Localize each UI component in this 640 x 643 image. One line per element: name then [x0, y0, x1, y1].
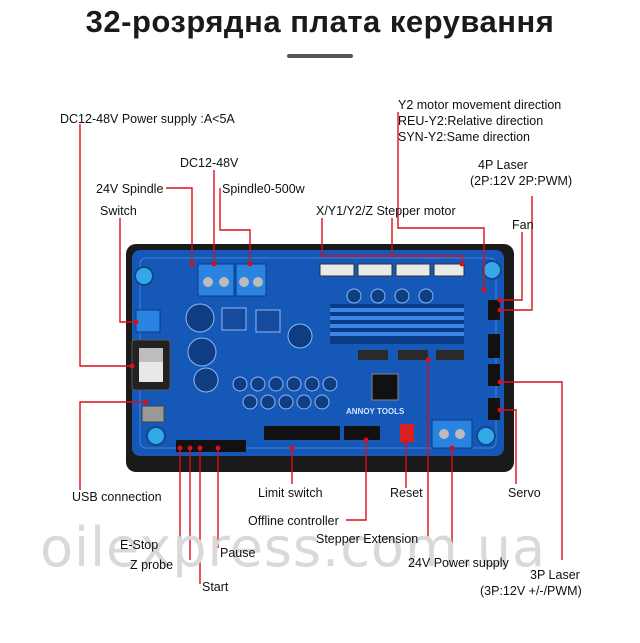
label-zprobe: Z probe	[130, 558, 174, 572]
regulator	[255, 309, 281, 333]
label-laser4p-sub: (2P:12V 2P:PWM)	[470, 174, 573, 188]
label-stepper-extension: Stepper Extension	[316, 532, 419, 546]
label-limit-switch: Limit switch	[258, 486, 323, 500]
mcu-chip	[371, 373, 399, 401]
heatsink	[330, 304, 464, 344]
pcb-board	[132, 250, 504, 456]
label-stepper-motor: X/Y1/Y2/Z Stepper motor	[316, 204, 456, 218]
power-terminal-24v	[431, 419, 473, 449]
watermark: oilexpress.com.ua	[40, 516, 547, 579]
regulator	[221, 307, 247, 331]
mount-posts	[134, 260, 502, 446]
bottom-connectors	[176, 426, 380, 452]
label-reset: Reset	[390, 486, 423, 500]
dc-terminal	[197, 263, 235, 297]
label-dc12-48v: DC12-48V	[180, 156, 239, 170]
label-spindle-0-500w: Spindle0-500w	[222, 182, 305, 196]
label-start: Start	[202, 580, 229, 594]
label-usb: USB connection	[72, 490, 162, 504]
label-syn-y2: SYN-Y2:Same direction	[398, 130, 531, 144]
label-estop: E-Stop	[120, 538, 159, 552]
capacitors	[185, 288, 434, 410]
label-offline-controller: Offline controller	[248, 514, 339, 528]
label-switch: Switch	[100, 204, 137, 218]
switch	[135, 309, 161, 333]
label-fan: Fan	[512, 218, 534, 232]
label-power-supply-24v: 24V Power supply	[408, 556, 509, 570]
title-divider	[287, 54, 353, 58]
label-laser3p-sub: (3P:12V +/-/PWM)	[480, 584, 582, 598]
label-y2-direction: Y2 motor movement direction	[398, 98, 562, 112]
right-connectors	[488, 300, 500, 420]
label-power-supply-dc: DC12-48V Power supply :A<5A	[60, 112, 235, 126]
label-pause: Pause	[220, 546, 256, 560]
reset-button	[400, 424, 414, 442]
callout-points	[129, 261, 503, 451]
label-laser3p-title: 3P Laser	[530, 568, 580, 582]
callout-lines	[79, 112, 563, 584]
usb-port	[141, 405, 165, 423]
page-title: 32-розрядна плата керування	[85, 4, 555, 39]
board-logo: ANNOY TOOLS	[346, 407, 405, 416]
label-spindle-24v: 24V Spindle	[96, 182, 164, 196]
label-laser4p-title: 4P Laser	[478, 158, 528, 172]
label-servo: Servo	[508, 486, 541, 500]
stepper-connectors	[319, 263, 465, 277]
label-reu-y2: REU-Y2:Relative direction	[398, 114, 544, 128]
stepper-extension-headers	[358, 350, 464, 360]
